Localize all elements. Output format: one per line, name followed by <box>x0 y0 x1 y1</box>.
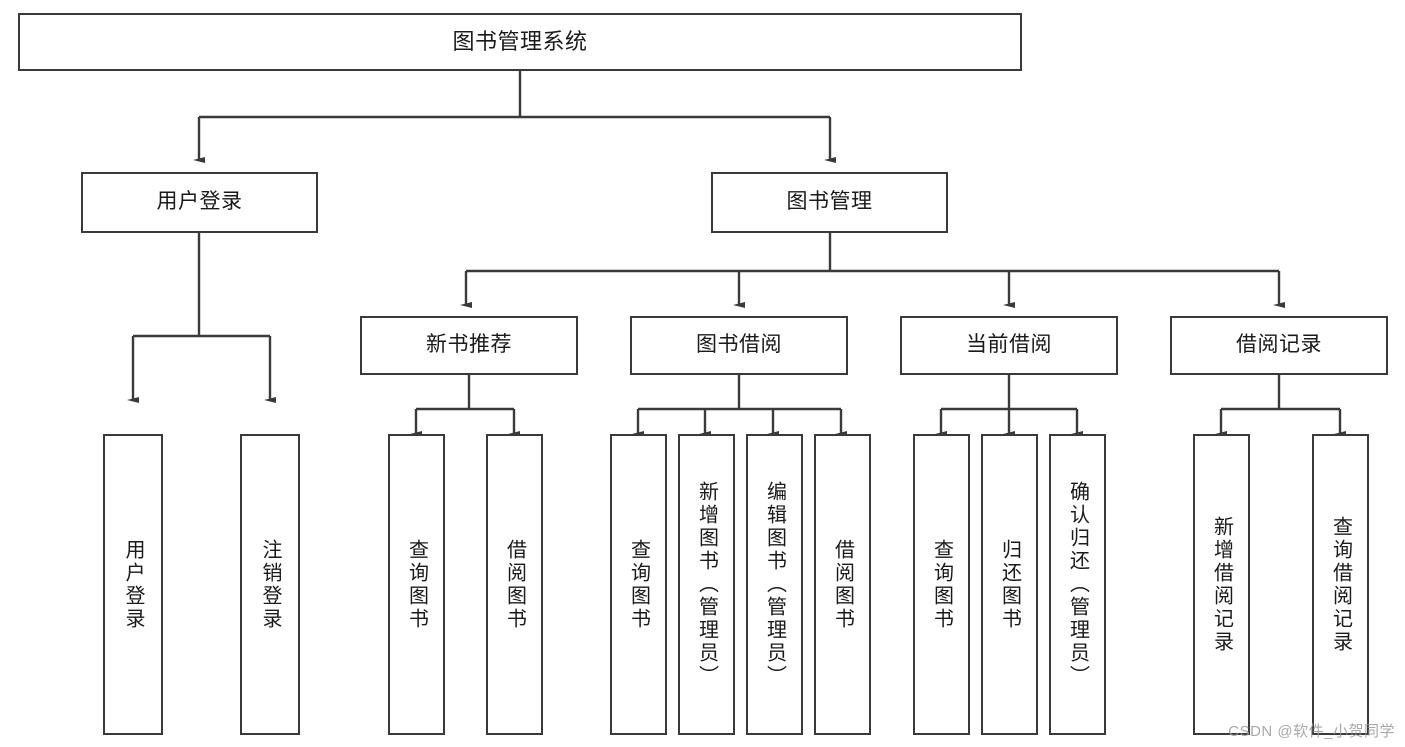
leaf-borrow-query-book[interactable]: 查询图书 <box>610 434 667 735</box>
leaf-record-query-borrow-record[interactable]: 查询借阅记录 <box>1312 434 1369 735</box>
node-borrow-record[interactable]: 借阅记录 <box>1170 316 1388 375</box>
leaf-current-confirm-return-admin[interactable]: 确认归还（管理员） <box>1049 434 1106 735</box>
node-label: 查询图书 <box>627 538 650 631</box>
node-label: 借阅记录 <box>1236 333 1322 357</box>
node-book-borrow[interactable]: 图书借阅 <box>630 316 848 375</box>
leaf-new-book-borrow[interactable]: 借阅图书 <box>486 434 543 735</box>
leaf-borrow-borrow-book[interactable]: 借阅图书 <box>814 434 871 735</box>
leaf-borrow-edit-book-admin[interactable]: 编辑图书（管理员） <box>746 434 803 735</box>
node-label: 图书管理系统 <box>452 29 588 55</box>
node-label: 注销登录 <box>259 538 281 631</box>
leaf-current-query-book[interactable]: 查询图书 <box>913 434 970 735</box>
node-current-borrow[interactable]: 当前借阅 <box>900 316 1118 375</box>
leaf-user-login-logout[interactable]: 注销登录 <box>240 434 300 735</box>
node-label: 图书借阅 <box>696 333 782 357</box>
node-label: 查询图书 <box>405 538 428 631</box>
node-label: 图书管理 <box>786 190 873 214</box>
leaf-borrow-add-book-admin[interactable]: 新增图书（管理员） <box>678 434 735 735</box>
node-root-book-management-system[interactable]: 图书管理系统 <box>18 13 1022 71</box>
leaf-user-login-login[interactable]: 用户登录 <box>103 434 163 735</box>
node-label: 新增借阅记录 <box>1210 515 1233 654</box>
node-label: 确认归还（管理员） <box>1066 481 1089 688</box>
node-label: 新书推荐 <box>426 333 512 357</box>
node-label: 借阅图书 <box>503 538 526 631</box>
node-book-management[interactable]: 图书管理 <box>711 172 948 233</box>
node-user-login[interactable]: 用户登录 <box>81 172 318 233</box>
node-label: 归还图书 <box>998 538 1021 631</box>
node-label: 新增图书（管理员） <box>695 481 718 688</box>
leaf-current-return-book[interactable]: 归还图书 <box>981 434 1038 735</box>
watermark: CSDN @软件_小贺同学 <box>1228 723 1395 740</box>
node-label: 用户登录 <box>156 190 243 214</box>
node-label: 编辑图书（管理员） <box>763 481 786 688</box>
leaf-new-book-query[interactable]: 查询图书 <box>388 434 445 735</box>
node-label: 用户登录 <box>122 538 144 631</box>
leaf-record-add-borrow-record[interactable]: 新增借阅记录 <box>1193 434 1250 735</box>
node-label: 查询图书 <box>930 538 953 631</box>
node-label: 当前借阅 <box>966 333 1052 357</box>
node-label: 查询借阅记录 <box>1329 515 1352 654</box>
node-new-book-recommend[interactable]: 新书推荐 <box>360 316 578 375</box>
node-label: 借阅图书 <box>831 538 854 631</box>
